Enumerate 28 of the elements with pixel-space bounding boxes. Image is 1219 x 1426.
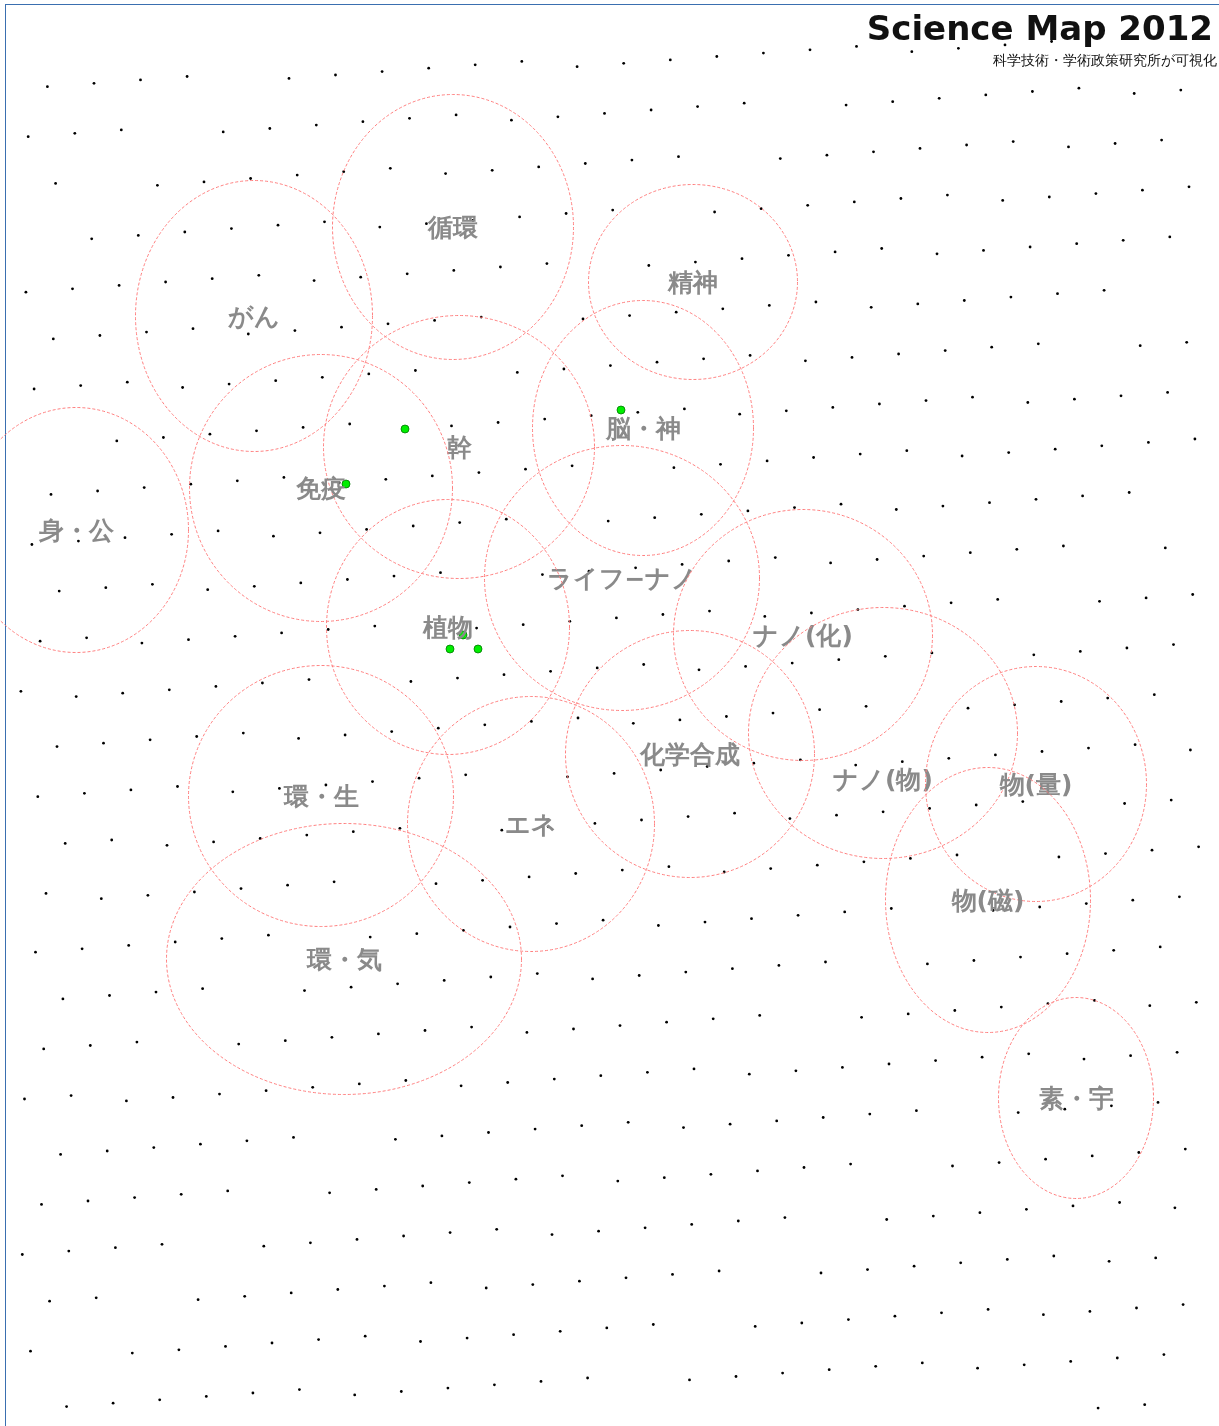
cluster-circle bbox=[332, 94, 574, 360]
cluster-label: 化学合成 bbox=[640, 738, 740, 771]
cluster-label: 物(量) bbox=[999, 768, 1073, 801]
cluster-circle bbox=[326, 499, 570, 755]
cluster-label: 免疫 bbox=[296, 472, 346, 505]
cluster-circle bbox=[188, 665, 454, 927]
cluster-label: 素・宇 bbox=[1038, 1082, 1114, 1115]
cluster-label: 植物 bbox=[423, 611, 473, 644]
cluster-circle bbox=[998, 997, 1154, 1199]
cluster-label: 循環 bbox=[428, 211, 478, 244]
cluster-circle bbox=[588, 184, 798, 380]
cluster-label: ナノ(物) bbox=[833, 763, 933, 796]
cluster-label: 物(磁) bbox=[951, 884, 1025, 917]
cluster-label: 精神 bbox=[668, 266, 718, 299]
cluster-label: エネ bbox=[505, 808, 557, 841]
cluster-circle bbox=[532, 300, 754, 556]
map-title: Science Map 2012 bbox=[866, 8, 1213, 48]
cluster-circle bbox=[885, 767, 1091, 1033]
cluster-label: ライフ−ナノ bbox=[546, 562, 698, 595]
cluster-label: 身・公 bbox=[38, 514, 114, 547]
cluster-label: 幹 bbox=[446, 431, 472, 464]
cluster-label: 環・気 bbox=[306, 943, 382, 976]
cluster-label: ナノ(化) bbox=[753, 619, 853, 652]
cluster-label: 脳・神 bbox=[605, 412, 681, 445]
cluster-label: がん bbox=[228, 300, 280, 333]
cluster-label: 環・生 bbox=[283, 780, 359, 813]
credit-note: 科学技術・学術政策研究所が可視化 bbox=[993, 52, 1217, 70]
cluster-circle bbox=[135, 180, 373, 452]
